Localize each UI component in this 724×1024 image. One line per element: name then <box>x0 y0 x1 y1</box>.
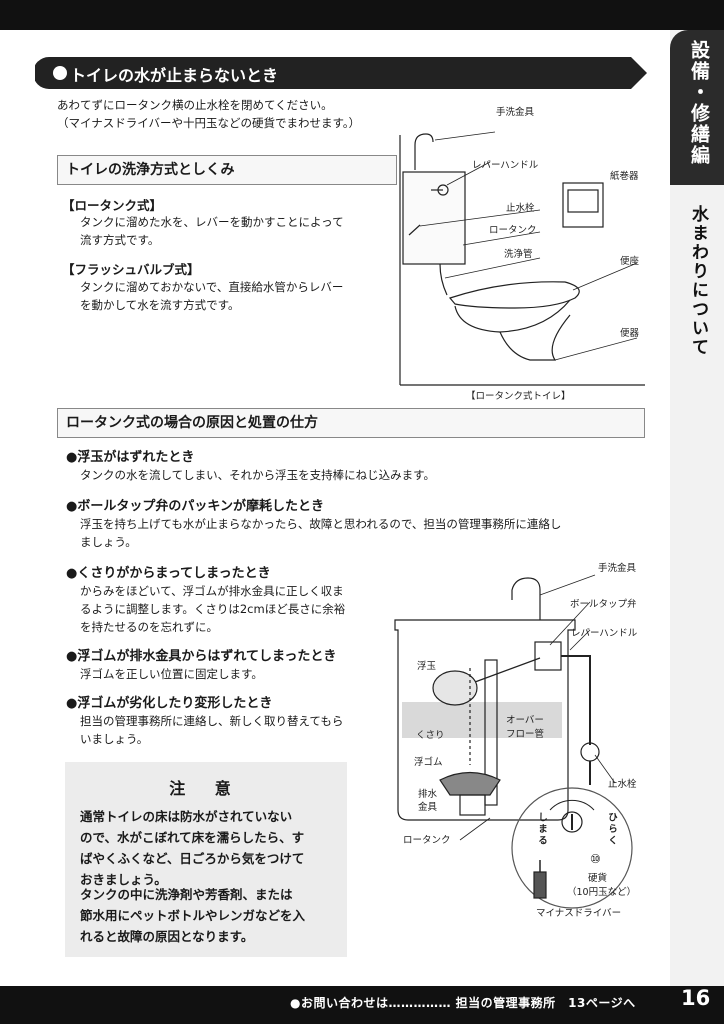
label2-hand-wash: 手洗金具 <box>598 563 637 574</box>
label2-screwdriver: マイナスドライバー <box>536 908 622 919</box>
cause-text-3c: を持たせるのを忘れずに。 <box>80 620 218 634</box>
label2-float: 浮玉 <box>417 661 437 672</box>
page-number: 16 <box>681 986 711 1010</box>
label2-drain-2: 金具 <box>418 802 438 813</box>
tank-cross-section-diagram <box>394 574 633 909</box>
label2-overflow-1: オーバー <box>506 715 544 726</box>
label-low-tank: ロータンク <box>489 225 537 236</box>
cause-text-5b: いましょう。 <box>80 732 149 746</box>
label2-open: ひらく <box>606 812 617 847</box>
notice-text-2c: れると故障の原因となります。 <box>80 929 254 944</box>
title-banner <box>35 57 647 89</box>
label-lever: レバーハンドル <box>472 160 539 171</box>
low-tank-text-1: タンクに溜めた水を、レバーを動かすことによって <box>80 215 344 229</box>
label-flush-pipe: 洗浄管 <box>504 249 533 260</box>
cause-title-5: ●浮ゴムが劣化したり変形したとき <box>66 696 273 711</box>
toilet-diagram <box>399 131 645 386</box>
label2-coin: 硬貨 <box>588 873 608 884</box>
label2-coin-note: （10円玉など） <box>567 887 637 898</box>
intro-text-1: あわてずにロータンク横の止水栓を閉めてください。 <box>57 98 333 112</box>
low-tank-text-2: 流す方式です。 <box>80 233 160 247</box>
cause-text-1: タンクの水を流してしまい、それから浮玉を支持棒にねじ込みます。 <box>80 468 436 482</box>
notice-text-1a: 通常トイレの床は防水がされていない <box>80 809 293 824</box>
footer-contact: ●お問い合わせは…………… 担当の管理事務所 13ページへ <box>290 996 636 1010</box>
bottom-bar <box>0 986 724 1024</box>
intro-text-2: （マイナスドライバーや十円玉などの硬貨でまわせます。） <box>57 116 361 130</box>
side-tab <box>670 30 724 986</box>
notice-title: 注 意 <box>169 779 243 798</box>
label2-ball-tap: ボールタップ弁 <box>570 599 637 610</box>
flush-valve-title: 【フラッシュバルブ式】 <box>62 262 200 277</box>
page-title: トイレの水が止まらないとき <box>70 66 279 85</box>
cause-title-4: ●浮ゴムが排水金具からはずれてしまったとき <box>66 649 337 664</box>
label-paper-holder: 紙巻器 <box>610 171 639 182</box>
section-tab-label: 設備・修繕編 <box>688 40 710 166</box>
cause-text-3b: るように調整します。くさりは2cmほど長さに余裕 <box>80 602 346 616</box>
topic-tab-label: 水まわりについて <box>688 205 708 357</box>
label2-low-tank: ロータンク <box>403 835 451 846</box>
label2-stop-valve: 止水栓 <box>608 779 637 790</box>
cause-title-1: ●浮玉がはずれたとき <box>66 450 195 465</box>
cause-text-4: 浮ゴムを正しい位置に固定します。 <box>80 667 263 681</box>
notice-text-1b: ので、水がこぼれて床を濡らしたら、す <box>80 830 305 845</box>
low-tank-title: 【ロータンク式】 <box>62 198 163 213</box>
label-stop-valve: 止水栓 <box>506 203 535 214</box>
label-hand-wash: 手洗金具 <box>496 107 535 118</box>
flush-valve-text-2: を動かして水を流す方式です。 <box>80 298 240 312</box>
label2-overflow-2: フロー管 <box>506 729 545 740</box>
top-bar <box>0 0 724 30</box>
cause-title-3: ●くさりがからまってしまったとき <box>66 566 271 581</box>
section-heading-flush: トイレの洗浄方式としくみ <box>57 155 397 185</box>
diagram-caption: 【ロータンク式トイレ】 <box>466 391 571 402</box>
cause-text-2a: 浮玉を持ち上げても水が止まらなかったら、故障と思われるので、担当の管理事務所に連… <box>80 517 562 531</box>
label2-close: しまる <box>536 812 547 847</box>
section-heading-causes: ロータンク式の場合の原因と処置の仕方 <box>57 408 645 438</box>
notice-text-1d: おきましょう。 <box>80 872 167 887</box>
label2-drain-1: 排水 <box>418 789 438 800</box>
cause-text-2b: ましょう。 <box>80 535 137 549</box>
label-bowl: 便器 <box>620 328 640 339</box>
label2-float-rubber: 浮ゴム <box>414 757 443 768</box>
notice-box <box>65 762 347 957</box>
label-seat: 便座 <box>620 256 640 267</box>
label2-chain: くさり <box>416 730 445 741</box>
coin-icon: ⑩ <box>590 852 601 866</box>
cause-text-5a: 担当の管理事務所に連絡し、新しく取り替えてもら <box>80 714 344 728</box>
cause-text-3a: からみをほどいて、浮ゴムが排水金具に正しく収ま <box>80 584 344 598</box>
flush-valve-text-1: タンクに溜めておかないで、直接給水管からレバー <box>80 280 344 294</box>
side-tab-section <box>670 30 724 185</box>
label2-lever: レバーハンドル <box>571 628 638 639</box>
notice-text-1c: ばやくふくなど、日ごろから気をつけて <box>80 851 305 866</box>
cause-title-2: ●ボールタップ弁のパッキンが摩耗したとき <box>66 499 324 514</box>
notice-text-2a: タンクの中に洗浄剤や芳香剤、または <box>80 887 293 902</box>
notice-text-2b: 節水用にペットボトルやレンガなどを入 <box>80 908 306 923</box>
